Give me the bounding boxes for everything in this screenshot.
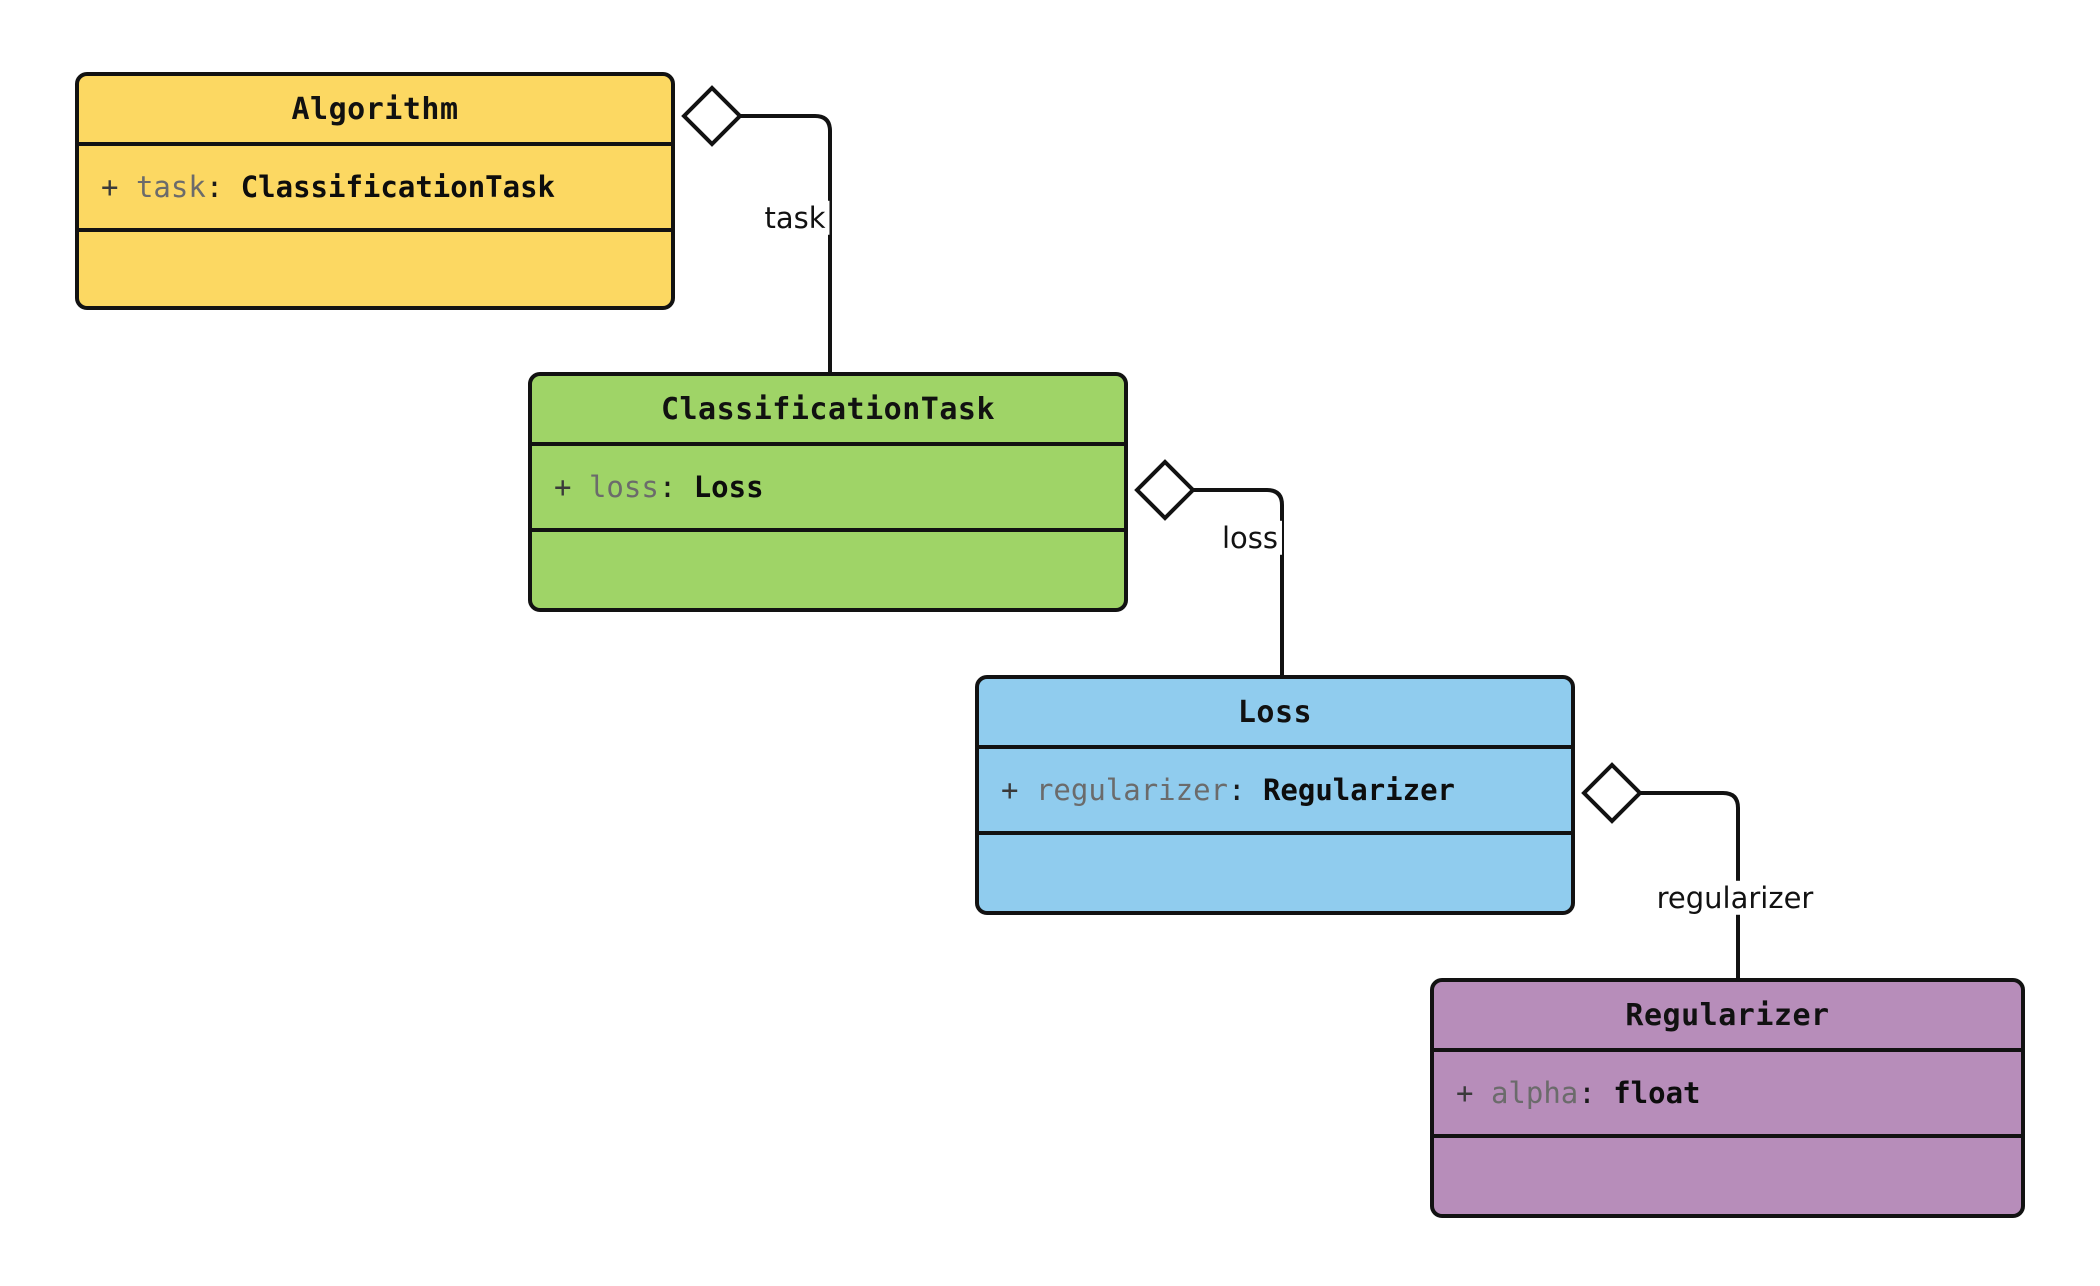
attribute-separator: : [1578,1076,1596,1110]
relationship-line-algorithm-task [740,114,832,372]
attribute-separator: : [205,170,224,204]
edge-role-label-algorithm-task: task [760,200,830,236]
attribute-separator: : [1228,773,1246,807]
aggregation-diamond-icon-loss-regularizer [1581,762,1643,824]
uml-attribute-row: + loss: Loss [554,470,764,504]
attribute-type: Loss [693,470,764,504]
attribute-visibility: + [554,470,572,504]
edge-role-label-task-loss: loss [1217,520,1283,556]
uml-methods-compartment-regularizer [1434,1138,2021,1214]
uml-class-regularizer[interactable]: Regularizer + alpha: float [1430,978,2025,1218]
attribute-name: regularizer [1035,773,1228,807]
uml-attributes-compartment-classification-task: + loss: Loss [532,446,1124,532]
attribute-name: loss [588,470,659,504]
edge-role-label-loss-regularizer: regularizer [1652,880,1818,916]
uml-methods-compartment-algorithm [79,232,671,306]
aggregation-diamond-icon-task-loss [1134,459,1196,521]
relationship-line-task-loss [1193,488,1284,675]
uml-class-classification-task[interactable]: ClassificationTask + loss: Loss [528,372,1128,612]
uml-attribute-row: + alpha: float [1456,1076,1701,1110]
uml-class-loss[interactable]: Loss + regularizer: Regularizer [975,675,1575,915]
attribute-visibility: + [1001,773,1019,807]
uml-attributes-compartment-loss: + regularizer: Regularizer [979,749,1571,835]
edges-group [681,85,1740,978]
uml-attributes-compartment-algorithm: + task: ClassificationTask [79,146,671,232]
attribute-type: float [1613,1076,1701,1110]
attribute-separator: : [658,470,677,504]
uml-methods-compartment-classification-task [532,532,1124,608]
uml-class-name-loss: Loss [979,679,1571,749]
uml-attribute-row: + regularizer: Regularizer [1001,773,1455,807]
attribute-type: ClassificationTask [240,170,555,204]
attribute-visibility: + [1456,1076,1474,1110]
attribute-type: Regularizer [1262,773,1455,807]
uml-class-name-algorithm: Algorithm [79,76,671,146]
uml-class-name-regularizer: Regularizer [1434,982,2021,1052]
uml-class-name-classification-task: ClassificationTask [532,376,1124,446]
relationship-line-loss-regularizer [1640,791,1740,978]
attribute-visibility: + [101,170,119,204]
uml-class-algorithm[interactable]: Algorithm + task: ClassificationTask [75,72,675,310]
attribute-name: alpha [1490,1076,1579,1110]
attribute-name: task [135,170,206,204]
uml-attribute-row: + task: ClassificationTask [101,170,555,204]
uml-attributes-compartment-regularizer: + alpha: float [1434,1052,2021,1138]
aggregation-diamond-icon-algorithm-task [681,85,743,147]
uml-methods-compartment-loss [979,835,1571,911]
